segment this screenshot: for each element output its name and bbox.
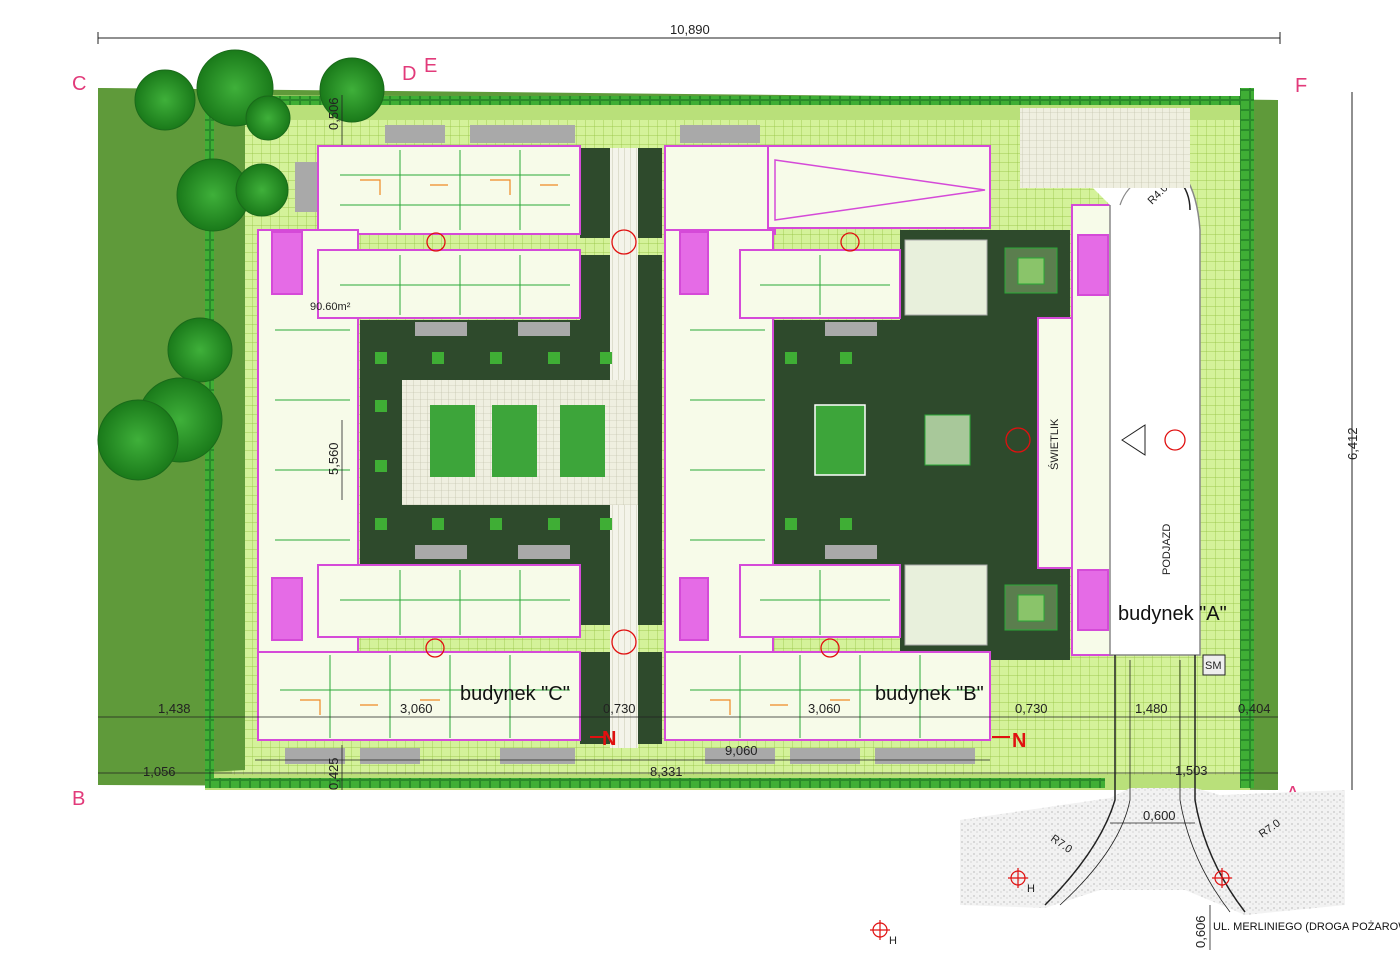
dim-gap-2: 0,730 [1015,701,1048,716]
roof-strip [767,145,991,229]
dim-right-edge: 0,404 [1238,701,1271,716]
north-marker-1: N [590,728,616,750]
street-hatch [960,788,1345,915]
dim-bottom-right: 1,503 [1175,763,1208,778]
skylight-label: ŚWIETLIK [1048,418,1061,470]
hedge-right [1240,88,1254,788]
entrance-markers [425,229,1031,658]
ramp-arrow [1121,424,1146,456]
skylight [1037,317,1073,569]
dim-left-1: 1,438 [158,701,191,716]
axis-d: D [402,63,416,85]
dim-entry: 0,600 [1143,808,1176,823]
sm-label: SM [1205,660,1222,672]
sports-field [814,404,866,476]
label-building-a: budynek "A" [1118,603,1227,625]
dim-courtyard: 5,560 [326,442,341,475]
building-a [1071,204,1113,656]
dim-top: 10,890 [97,22,1281,44]
street-label: UL. MERLINIEGO (DROGA POŻAROWA) [1213,920,1400,933]
tech-details [904,239,1058,646]
sm-box [1202,654,1226,676]
axis-b: B [72,788,85,810]
hydrant-1 [1008,868,1028,888]
label-building-c: budynek "C" [460,683,570,705]
dim-bottom-gap: 0,425 [326,757,341,790]
hydrant-2 [1212,868,1232,888]
dim-bottom-main: 8,331 [650,764,683,779]
room-lines [275,150,980,738]
dim-bld-c: 3,060 [400,701,433,716]
hydrant-3 [870,920,890,940]
dim-bld-b: 3,060 [808,701,841,716]
dim-gap-1: 0,730 [603,701,636,716]
shrubs [375,352,852,530]
entry-road [1044,655,1246,913]
driveway-label: PODJAZD [1161,524,1173,575]
dim-driveway: 1,480 [1135,701,1168,716]
dim-top-gap: 0,506 [326,97,341,130]
hedge-bottom [205,778,1105,788]
dim-right: 6,412 [1345,92,1360,790]
axis-c: C [72,73,86,95]
dim-bottom-bc: 9,060 [725,743,758,758]
hedge-top [205,96,1245,105]
north-1-label: N [602,728,616,750]
dim-bottom-left: 1,056 [143,764,176,779]
dim-entry-depth: 0,606 [1193,915,1208,948]
dim-top-label: 10,890 [670,22,710,37]
entry-road-inner [1059,660,1231,913]
area-label: 90.60m² [310,301,351,313]
axis-f: F [1295,75,1307,97]
trees [97,49,385,481]
dim-right-label: 6,412 [1345,427,1360,460]
building-c [257,145,581,741]
axis-e: E [424,55,437,77]
label-building-b: budynek "B" [875,683,984,705]
north-marker-2: N [992,730,1026,752]
dim-row-1 [98,95,1278,950]
roof-arrow [774,159,986,221]
hydrant-1-label: H [1027,883,1035,895]
ramp-marker [1164,429,1186,451]
forecourt [1020,108,1190,188]
courtyard-plantings [430,405,865,477]
hydrant-3-label: H [889,935,897,947]
room-lines-orange [300,179,850,715]
north-2-label: N [1012,730,1026,752]
